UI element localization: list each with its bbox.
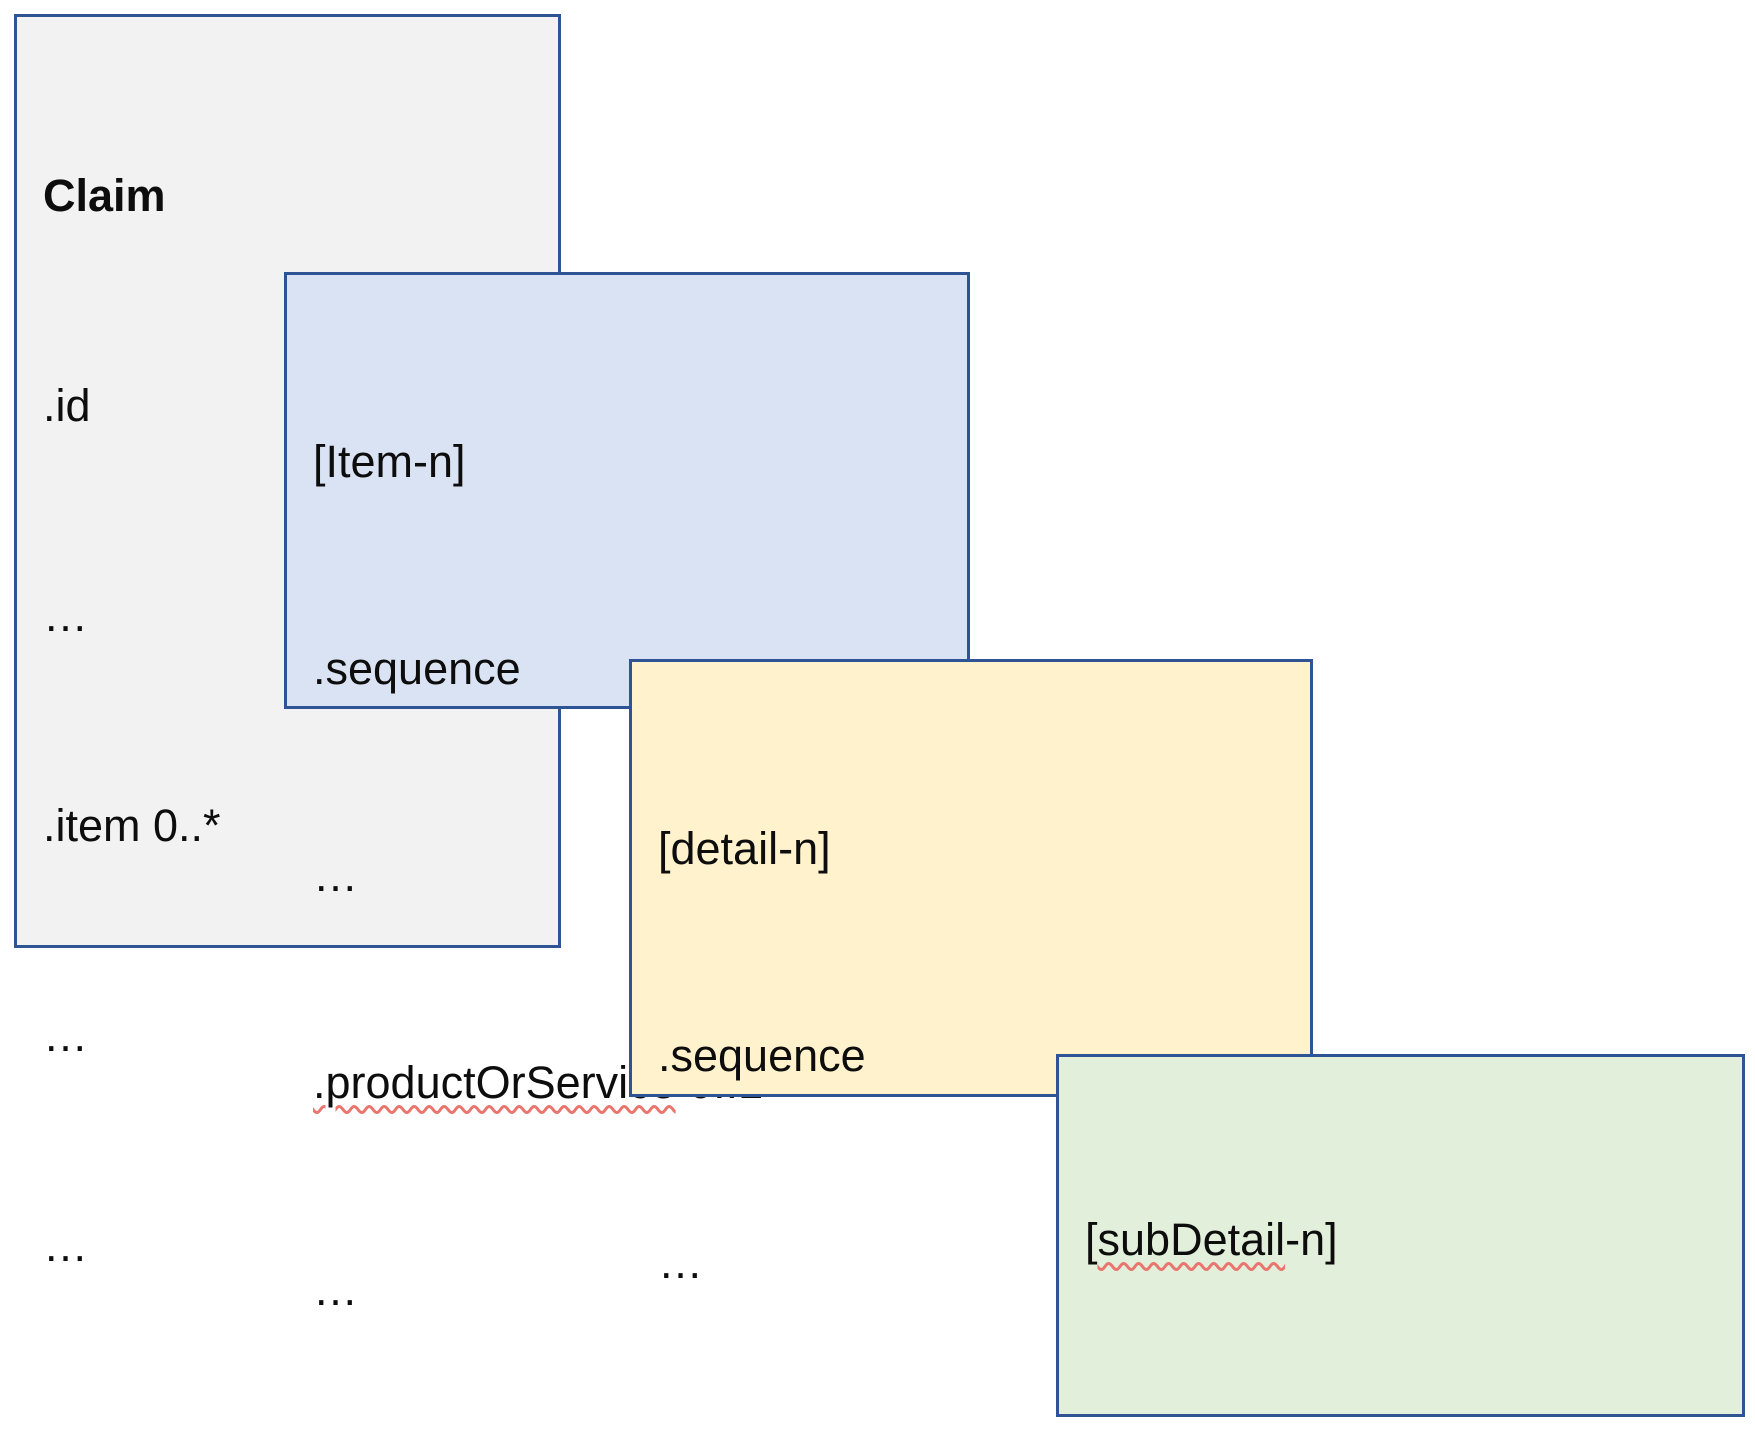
- subdetail-box-title: [subDetail-n]: [1085, 1205, 1732, 1275]
- text-segment: .item 0..*: [43, 800, 221, 851]
- detail-box-title: [detail-n]: [658, 814, 1300, 883]
- text-segment: …: [313, 1264, 358, 1315]
- claim-ellipsis: …: [43, 581, 548, 651]
- misspelled-text-segment: subDetail: [1097, 1214, 1286, 1265]
- item-ellipsis: …: [313, 1255, 957, 1324]
- claim-ellipsis: …: [43, 1211, 548, 1281]
- text-segment: [Item-n]: [313, 436, 466, 487]
- text-segment: [: [1085, 1214, 1098, 1265]
- text-segment: …: [43, 1220, 88, 1271]
- detail-field-sequence: .sequence: [658, 1021, 1300, 1090]
- detail-ellipsis: …: [658, 1228, 1300, 1297]
- text-segment: .sequence: [1085, 1424, 1293, 1432]
- text-segment: Claim: [43, 170, 166, 221]
- subdetail-field-sequence: .sequence: [1085, 1415, 1732, 1432]
- claim-ellipsis: …: [43, 1421, 548, 1432]
- text-segment: …: [43, 1430, 88, 1432]
- claim-ellipsis: …: [43, 1001, 548, 1071]
- item-field-sequence: .sequence: [313, 634, 957, 703]
- subdetail-box: [subDetail-n] .sequence … .productOrServ…: [1056, 1054, 1745, 1432]
- claim-field-item: .item 0..*: [43, 791, 548, 861]
- text-segment: .sequence: [658, 1030, 866, 1081]
- text-segment: …: [43, 590, 88, 641]
- misspelled-text-segment: .productOrService: [313, 1057, 676, 1108]
- text-segment: .sequence: [313, 643, 521, 694]
- text-segment: …: [658, 1237, 703, 1288]
- item-box-title: [Item-n]: [313, 427, 957, 496]
- text-segment: …: [43, 1010, 88, 1061]
- claim-box-title: Claim: [43, 161, 548, 231]
- detail-box: [detail-n] .sequence … .productOrService…: [629, 659, 1313, 1288]
- text-segment: .id: [43, 380, 91, 431]
- text-segment: -n]: [1285, 1214, 1338, 1265]
- text-segment: …: [313, 850, 358, 901]
- item-ellipsis: …: [313, 841, 957, 910]
- item-box: [Item-n] .sequence … .productOrService 0…: [284, 272, 970, 1315]
- claim-field-id: .id: [43, 371, 548, 441]
- text-segment: [detail-n]: [658, 823, 831, 874]
